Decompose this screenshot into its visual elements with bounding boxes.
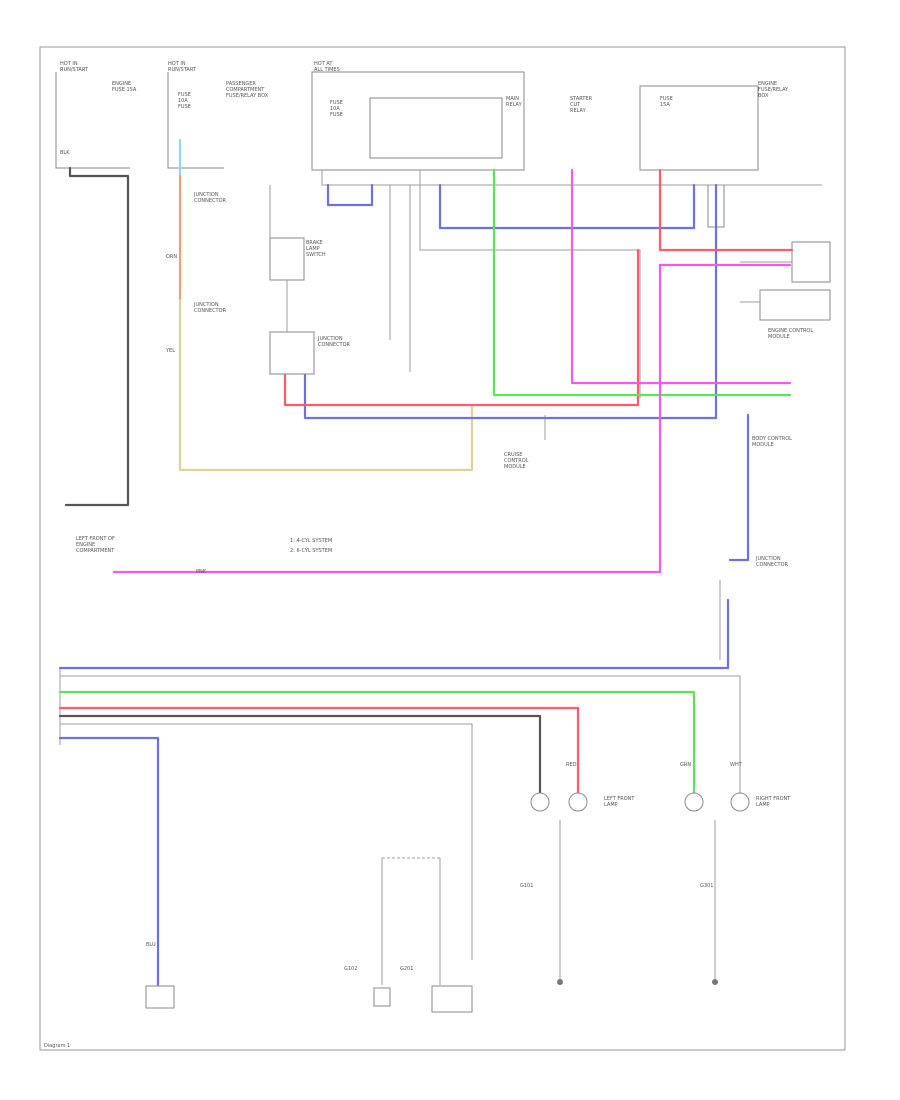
label-footer: Diagram 1 xyxy=(44,1043,70,1049)
label-wire-blu: BLU xyxy=(146,942,156,948)
lamp-3-bulb xyxy=(684,792,704,812)
label-ground-4: G301 xyxy=(700,883,713,889)
label-wire-grn: GRN xyxy=(680,762,691,768)
wire-green-bus xyxy=(58,690,696,794)
wire-red-upper xyxy=(283,248,640,407)
label-system-note-2: 2: 6-CYL SYSTEM xyxy=(290,548,332,554)
sensor-box-right xyxy=(759,289,831,321)
wire-pink-long xyxy=(112,263,792,574)
bottom-mid-switch xyxy=(431,985,473,1013)
fuse-box-mid xyxy=(167,72,224,169)
label-wire-pnk: PNK xyxy=(196,569,207,575)
label-ground-2: G102 xyxy=(344,966,357,972)
fuse-box-left xyxy=(55,72,130,169)
label-wire-orn: ORN xyxy=(166,254,177,260)
label-ground-1: G101 xyxy=(520,883,533,889)
wire-blue-right xyxy=(728,413,750,562)
lamp-1-bulb xyxy=(530,792,550,812)
wire-yellow-loop xyxy=(178,298,474,472)
wire-pink-upper xyxy=(570,168,792,385)
bottom-left-module xyxy=(145,985,175,1009)
label-wire-wht: WHT xyxy=(730,762,743,768)
wire-black-left xyxy=(64,166,130,507)
wire-blue-short xyxy=(438,183,696,230)
brake-switch-box xyxy=(269,237,305,281)
ground-dot-2 xyxy=(712,979,718,985)
junction-box-mid xyxy=(269,331,315,375)
bottom-mid-connector xyxy=(373,987,391,1007)
wire-black-bus xyxy=(58,714,542,794)
diagram-border xyxy=(39,46,846,1051)
wire-frame-a xyxy=(321,170,822,186)
engine-fuse-relay-box xyxy=(639,85,759,171)
wire-blue-long xyxy=(303,183,718,420)
label-wire-blk: BLK xyxy=(60,150,70,156)
wire-frame-k xyxy=(60,675,741,800)
wire-red-bus xyxy=(58,706,580,794)
wire-blue-bus xyxy=(58,598,730,670)
wire-red-right xyxy=(658,168,794,252)
wire-frame-l xyxy=(60,723,473,960)
label-wire-yel: YEL xyxy=(165,348,175,354)
junction-box-right xyxy=(791,241,831,283)
label-system-note-1: 1: 4-CYL SYSTEM xyxy=(290,538,332,544)
label-wire-red: RED xyxy=(566,762,577,768)
wire-blue-down xyxy=(58,736,160,987)
wire-frame-d xyxy=(419,170,641,398)
lamp-2-bulb xyxy=(568,792,588,812)
wire-blue-top xyxy=(326,183,374,207)
label-ground-3: G201 xyxy=(400,966,413,972)
relay-box-inner xyxy=(369,97,503,159)
lamp-4-bulb xyxy=(730,792,750,812)
wire-green-upper xyxy=(492,168,792,397)
ground-dot-1 xyxy=(557,979,563,985)
